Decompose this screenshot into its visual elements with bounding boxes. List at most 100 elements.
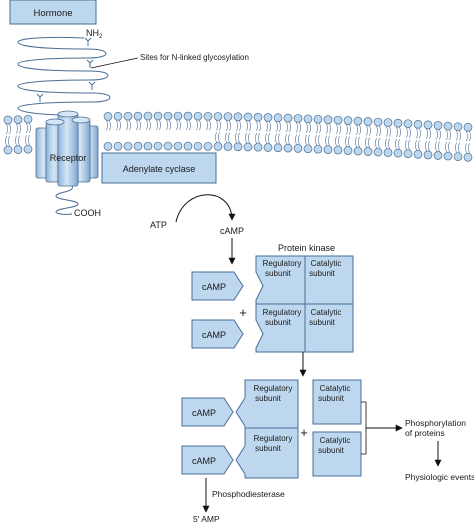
lipid-tail (398, 139, 400, 150)
lipid-tail (169, 119, 171, 131)
lipid-tail (279, 121, 281, 132)
lipid-head (123, 111, 133, 121)
lipid-tail (329, 123, 331, 134)
lipid-tail (359, 124, 361, 136)
camp-molecule: cAMP (181, 397, 234, 427)
lipid-head (13, 145, 23, 154)
lipid-head (153, 141, 163, 151)
lipid-head (403, 149, 413, 159)
lipid-head (383, 148, 393, 157)
plus-sign: + (239, 305, 247, 320)
lipid-tail (338, 135, 340, 147)
lipid-tail (238, 132, 240, 143)
adenylate-cyclase-group: Adenylate cyclase (101, 152, 217, 184)
regulatory-subunit-label-2: subunit (265, 269, 292, 278)
lipid-tail (415, 140, 417, 151)
lipid-tail (396, 127, 398, 138)
lipid-head (13, 115, 23, 124)
lipid-tail (265, 133, 267, 144)
lipid-tail (455, 142, 457, 153)
lipid-head (433, 151, 443, 160)
lipid-head (303, 114, 313, 124)
lipid-tail (239, 120, 241, 131)
lipid-tail (229, 120, 231, 131)
adenylate-cyclase-box (101, 152, 217, 184)
lipid-head (123, 141, 133, 151)
lipid-tail (406, 127, 408, 138)
lipid-tail (29, 123, 31, 134)
lipid-tail (309, 122, 311, 133)
lipid-tail (186, 120, 188, 131)
lipid-tail (295, 134, 297, 145)
lipid-head (323, 145, 333, 154)
lipid-tail (419, 128, 421, 139)
svg-text:Catalytic: Catalytic (320, 384, 351, 393)
glycosylation-label: Sites for N-linked glycosylation (140, 53, 249, 62)
camp-molecule: cAMP (191, 319, 244, 349)
lipid-head (343, 116, 353, 125)
lipid-head (463, 152, 473, 162)
lipid-tail (159, 119, 161, 131)
lipid-tail (368, 137, 370, 148)
lipid-tail (336, 123, 338, 135)
lipid-head (173, 111, 183, 121)
lipid-tail (378, 137, 380, 149)
lipid-tail (449, 129, 451, 141)
regulatory-subunit-bound: Regulatory subunit (235, 379, 299, 429)
lipid-tail (26, 123, 28, 134)
lipid-tail (305, 134, 307, 145)
svg-text:cAMP: cAMP (192, 408, 216, 418)
lipid-tail (15, 135, 17, 146)
lipid-tail (275, 133, 277, 144)
lipid-tail (246, 120, 248, 132)
lipid-head (433, 121, 443, 130)
lipid-head (363, 117, 373, 126)
camp-product-label: cAMP (220, 226, 244, 236)
lipid-head (293, 144, 303, 153)
lipid-head (443, 151, 453, 161)
lipid-head (313, 144, 323, 154)
lipid-head (113, 111, 123, 121)
lipid-head (423, 120, 433, 130)
lipid-head (393, 118, 403, 128)
phosphorylation-label: Phosphorylation (405, 418, 466, 428)
lipid-head (133, 141, 143, 151)
lipid-tail (225, 132, 227, 143)
lipid-head (333, 115, 343, 125)
catalytic-subunit-label-2: subunit (309, 318, 336, 327)
svg-text:cAMP: cAMP (192, 456, 216, 466)
regulatory-subunit-label: Regulatory (263, 259, 302, 268)
lipid-tail (355, 136, 357, 148)
lipid-tail (345, 136, 347, 147)
lipid-head (243, 142, 253, 152)
lipid-tail (18, 135, 20, 146)
lipid-tail (109, 120, 111, 131)
receptor-helix-top (71, 116, 91, 124)
lipid-head (373, 117, 383, 127)
lipid-head (183, 111, 193, 121)
lipid-tail (266, 121, 268, 132)
regulatory-subunit-label-2: subunit (265, 318, 292, 327)
lipid-tail (278, 133, 280, 144)
lipid-head (263, 113, 273, 122)
lipid-tail (179, 119, 181, 131)
lipid-head (3, 115, 13, 125)
camp-molecule: cAMP (181, 445, 234, 475)
regulatory-subunit-label: Regulatory (263, 308, 302, 317)
lipid-tail (259, 121, 261, 132)
glycosylation-sites (36, 37, 96, 102)
lipid-head (413, 119, 423, 129)
lipid-tail (405, 139, 407, 150)
lipid-head (253, 142, 263, 152)
lipid-head (303, 144, 313, 154)
camp-molecule: cAMP (191, 271, 244, 301)
lipid-head (23, 114, 33, 124)
lipid-head (383, 118, 393, 127)
lipid-tail (166, 119, 168, 131)
lipid-head (363, 147, 373, 156)
lipid-head (203, 141, 213, 151)
membrane-bilayer (3, 111, 473, 162)
lipid-tail (389, 126, 391, 137)
